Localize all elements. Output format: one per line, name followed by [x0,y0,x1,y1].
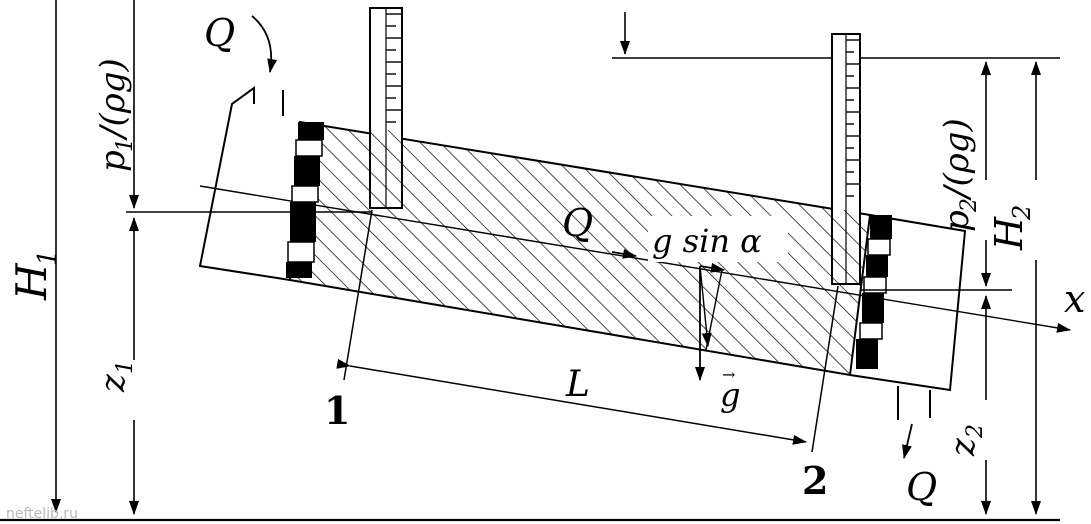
pipe-left-casing [198,86,291,281]
label-Q-mid: Q [562,201,593,245]
outflow-arrow [902,423,913,459]
watermark: neftelib.ru [6,506,78,522]
label-H1: H 1 [7,249,63,301]
label-gsin: g sin α [652,222,762,260]
svg-text:1: 1 [113,360,138,374]
svg-text:z: z [93,373,133,393]
section-line-1 [343,209,373,381]
g-sin-component [699,262,725,273]
svg-text:/(ρg): /(ρg) [937,118,977,201]
g-triangle-side [705,269,723,351]
label-L: L [565,364,590,405]
label-Q-out: Q [906,465,937,509]
gsin-label-bg [648,216,788,262]
label-Q-in: Q [204,11,235,55]
mid-flow-arrow [611,248,637,259]
label-p2: p 2 /(ρg) [937,118,982,232]
pipe-right-casing [849,214,967,392]
section-line-2 [811,285,839,453]
length-dimension [336,358,807,445]
label-g-vector-arrow: → [722,365,735,384]
svg-text:2: 2 [957,198,982,213]
label-g-vector: g [720,376,740,414]
g-cos-component [699,265,712,347]
svg-text:p: p [93,150,133,172]
svg-text:H: H [987,216,1031,251]
piezometer-2 [831,33,861,285]
svg-text:H: H [7,262,56,301]
label-H2: H 2 [987,205,1036,251]
label-section-2: 2 [802,458,828,503]
label-section-1: 1 [324,388,350,433]
label-z1: z 1 [93,360,138,393]
svg-text:2: 2 [963,424,988,439]
svg-text:p: p [937,210,977,232]
svg-text:1: 1 [33,249,63,266]
svg-text:2: 2 [1008,205,1036,221]
left-flange [286,122,324,278]
label-x: x [1064,277,1085,321]
right-flange [856,215,892,369]
svg-text:1: 1 [113,138,138,152]
svg-text:z: z [943,437,983,457]
label-z2: z 2 [943,424,988,457]
label-p1: p 1 /(ρg) [93,58,138,172]
piezometer-1 [369,7,403,209]
svg-text:/(ρg): /(ρg) [93,58,133,141]
inflow-arrow [251,15,278,73]
